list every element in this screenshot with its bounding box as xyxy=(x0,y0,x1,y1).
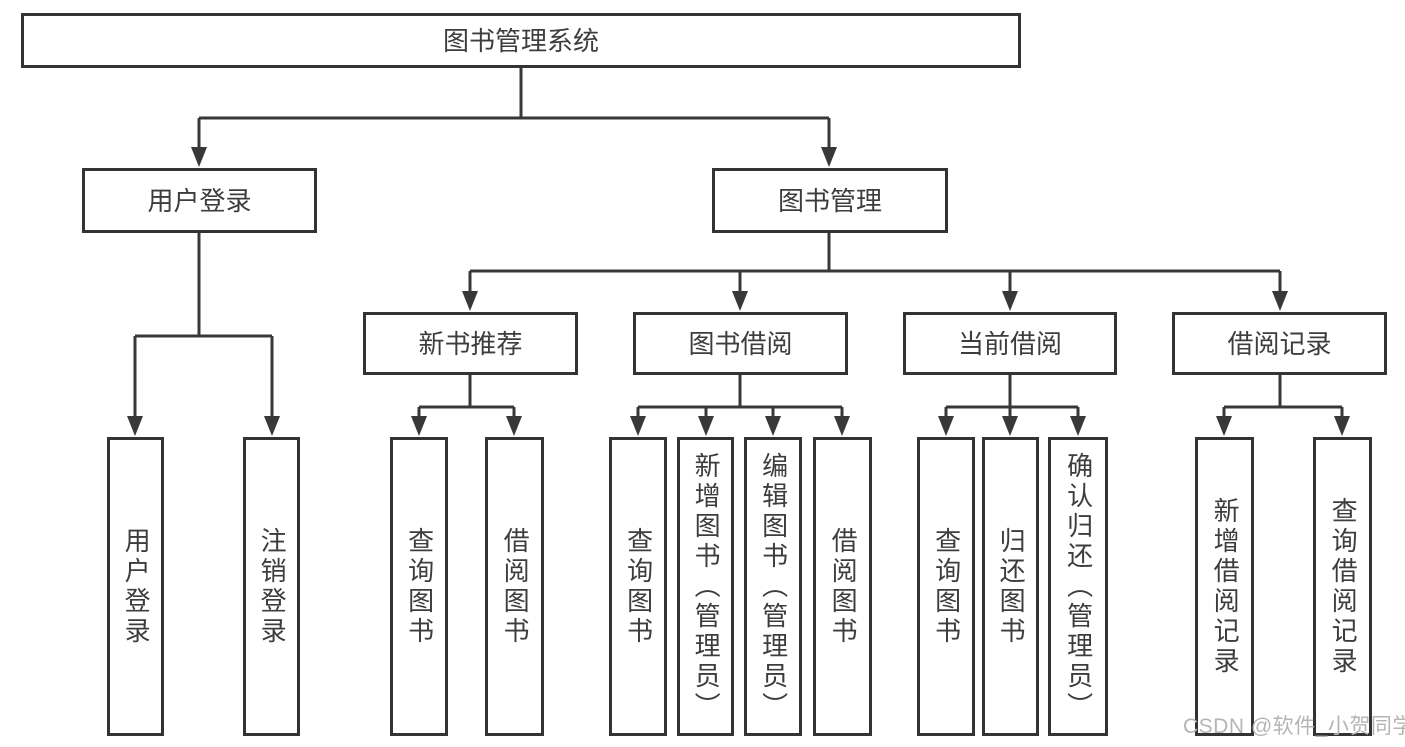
leaf-label: 新增图书（管理员） xyxy=(691,451,722,722)
leaf-label: 新增借阅记录 xyxy=(1210,496,1241,677)
leaf-add-borrow-record: 新增借阅记录 xyxy=(1195,437,1254,736)
node-label: 图书管理系统 xyxy=(442,25,599,56)
node-borrowing-records: 借阅记录 xyxy=(1172,312,1387,375)
node-new-book-recommendation: 新书推荐 xyxy=(363,312,578,375)
leaf-borrow-books-borrowing: 借阅图书 xyxy=(813,437,872,736)
leaf-borrow-books-recommend: 借阅图书 xyxy=(485,437,544,736)
node-user-login: 用户登录 xyxy=(82,168,317,233)
node-library-management-system: 图书管理系统 xyxy=(21,13,1021,68)
leaf-query-books-current: 查询图书 xyxy=(917,437,975,736)
leaf-edit-book-admin: 编辑图书（管理员） xyxy=(744,437,802,736)
leaf-add-book-admin: 新增图书（管理员） xyxy=(677,437,734,736)
leaf-label: 借阅图书 xyxy=(500,526,531,647)
leaf-label: 确认归还（管理员） xyxy=(1063,451,1094,722)
connector-root-branch xyxy=(197,68,831,152)
leaf-label: 查询借阅记录 xyxy=(1328,496,1359,677)
leaf-label: 归还图书 xyxy=(996,526,1027,647)
leaf-return-book: 归还图书 xyxy=(982,437,1039,736)
connector-borrow-records-branch xyxy=(1222,375,1344,421)
node-label: 图书管理 xyxy=(777,185,882,216)
leaf-label: 查询图书 xyxy=(623,526,654,647)
leaf-query-borrow-record: 查询借阅记录 xyxy=(1313,437,1372,736)
leaf-label: 编辑图书（管理员） xyxy=(758,451,789,722)
leaf-label: 用户登录 xyxy=(121,526,152,647)
connector-new-book-branch xyxy=(417,375,516,421)
leaf-label: 查询图书 xyxy=(404,526,435,647)
leaf-confirm-return-admin: 确认归还（管理员） xyxy=(1048,437,1108,736)
leaf-query-books-borrowing: 查询图书 xyxy=(609,437,667,736)
leaf-logout: 注销登录 xyxy=(243,437,300,736)
leaf-query-books-recommend: 查询图书 xyxy=(390,437,448,736)
connector-user-login-branch xyxy=(133,233,274,421)
node-label: 图书借阅 xyxy=(688,328,793,359)
connector-current-borrow-branch xyxy=(944,375,1080,421)
node-label: 借阅记录 xyxy=(1227,328,1332,359)
leaf-label: 注销登录 xyxy=(257,526,288,647)
arrowhead-markers xyxy=(127,147,1350,436)
leaf-label: 借阅图书 xyxy=(828,526,859,647)
node-current-borrowing: 当前借阅 xyxy=(903,312,1117,375)
node-label: 新书推荐 xyxy=(418,328,523,359)
leaf-user-login: 用户登录 xyxy=(107,437,164,736)
connector-book-borrow-branch xyxy=(636,375,844,421)
node-label: 用户登录 xyxy=(147,185,252,216)
node-book-management: 图书管理 xyxy=(712,168,948,233)
node-label: 当前借阅 xyxy=(957,328,1062,359)
csdn-watermark: CSDN @软件_小贺同学 xyxy=(1183,715,1405,738)
connector-book-management-branch xyxy=(468,233,1282,296)
leaf-label: 查询图书 xyxy=(931,526,962,647)
node-book-borrowing: 图书借阅 xyxy=(633,312,848,375)
